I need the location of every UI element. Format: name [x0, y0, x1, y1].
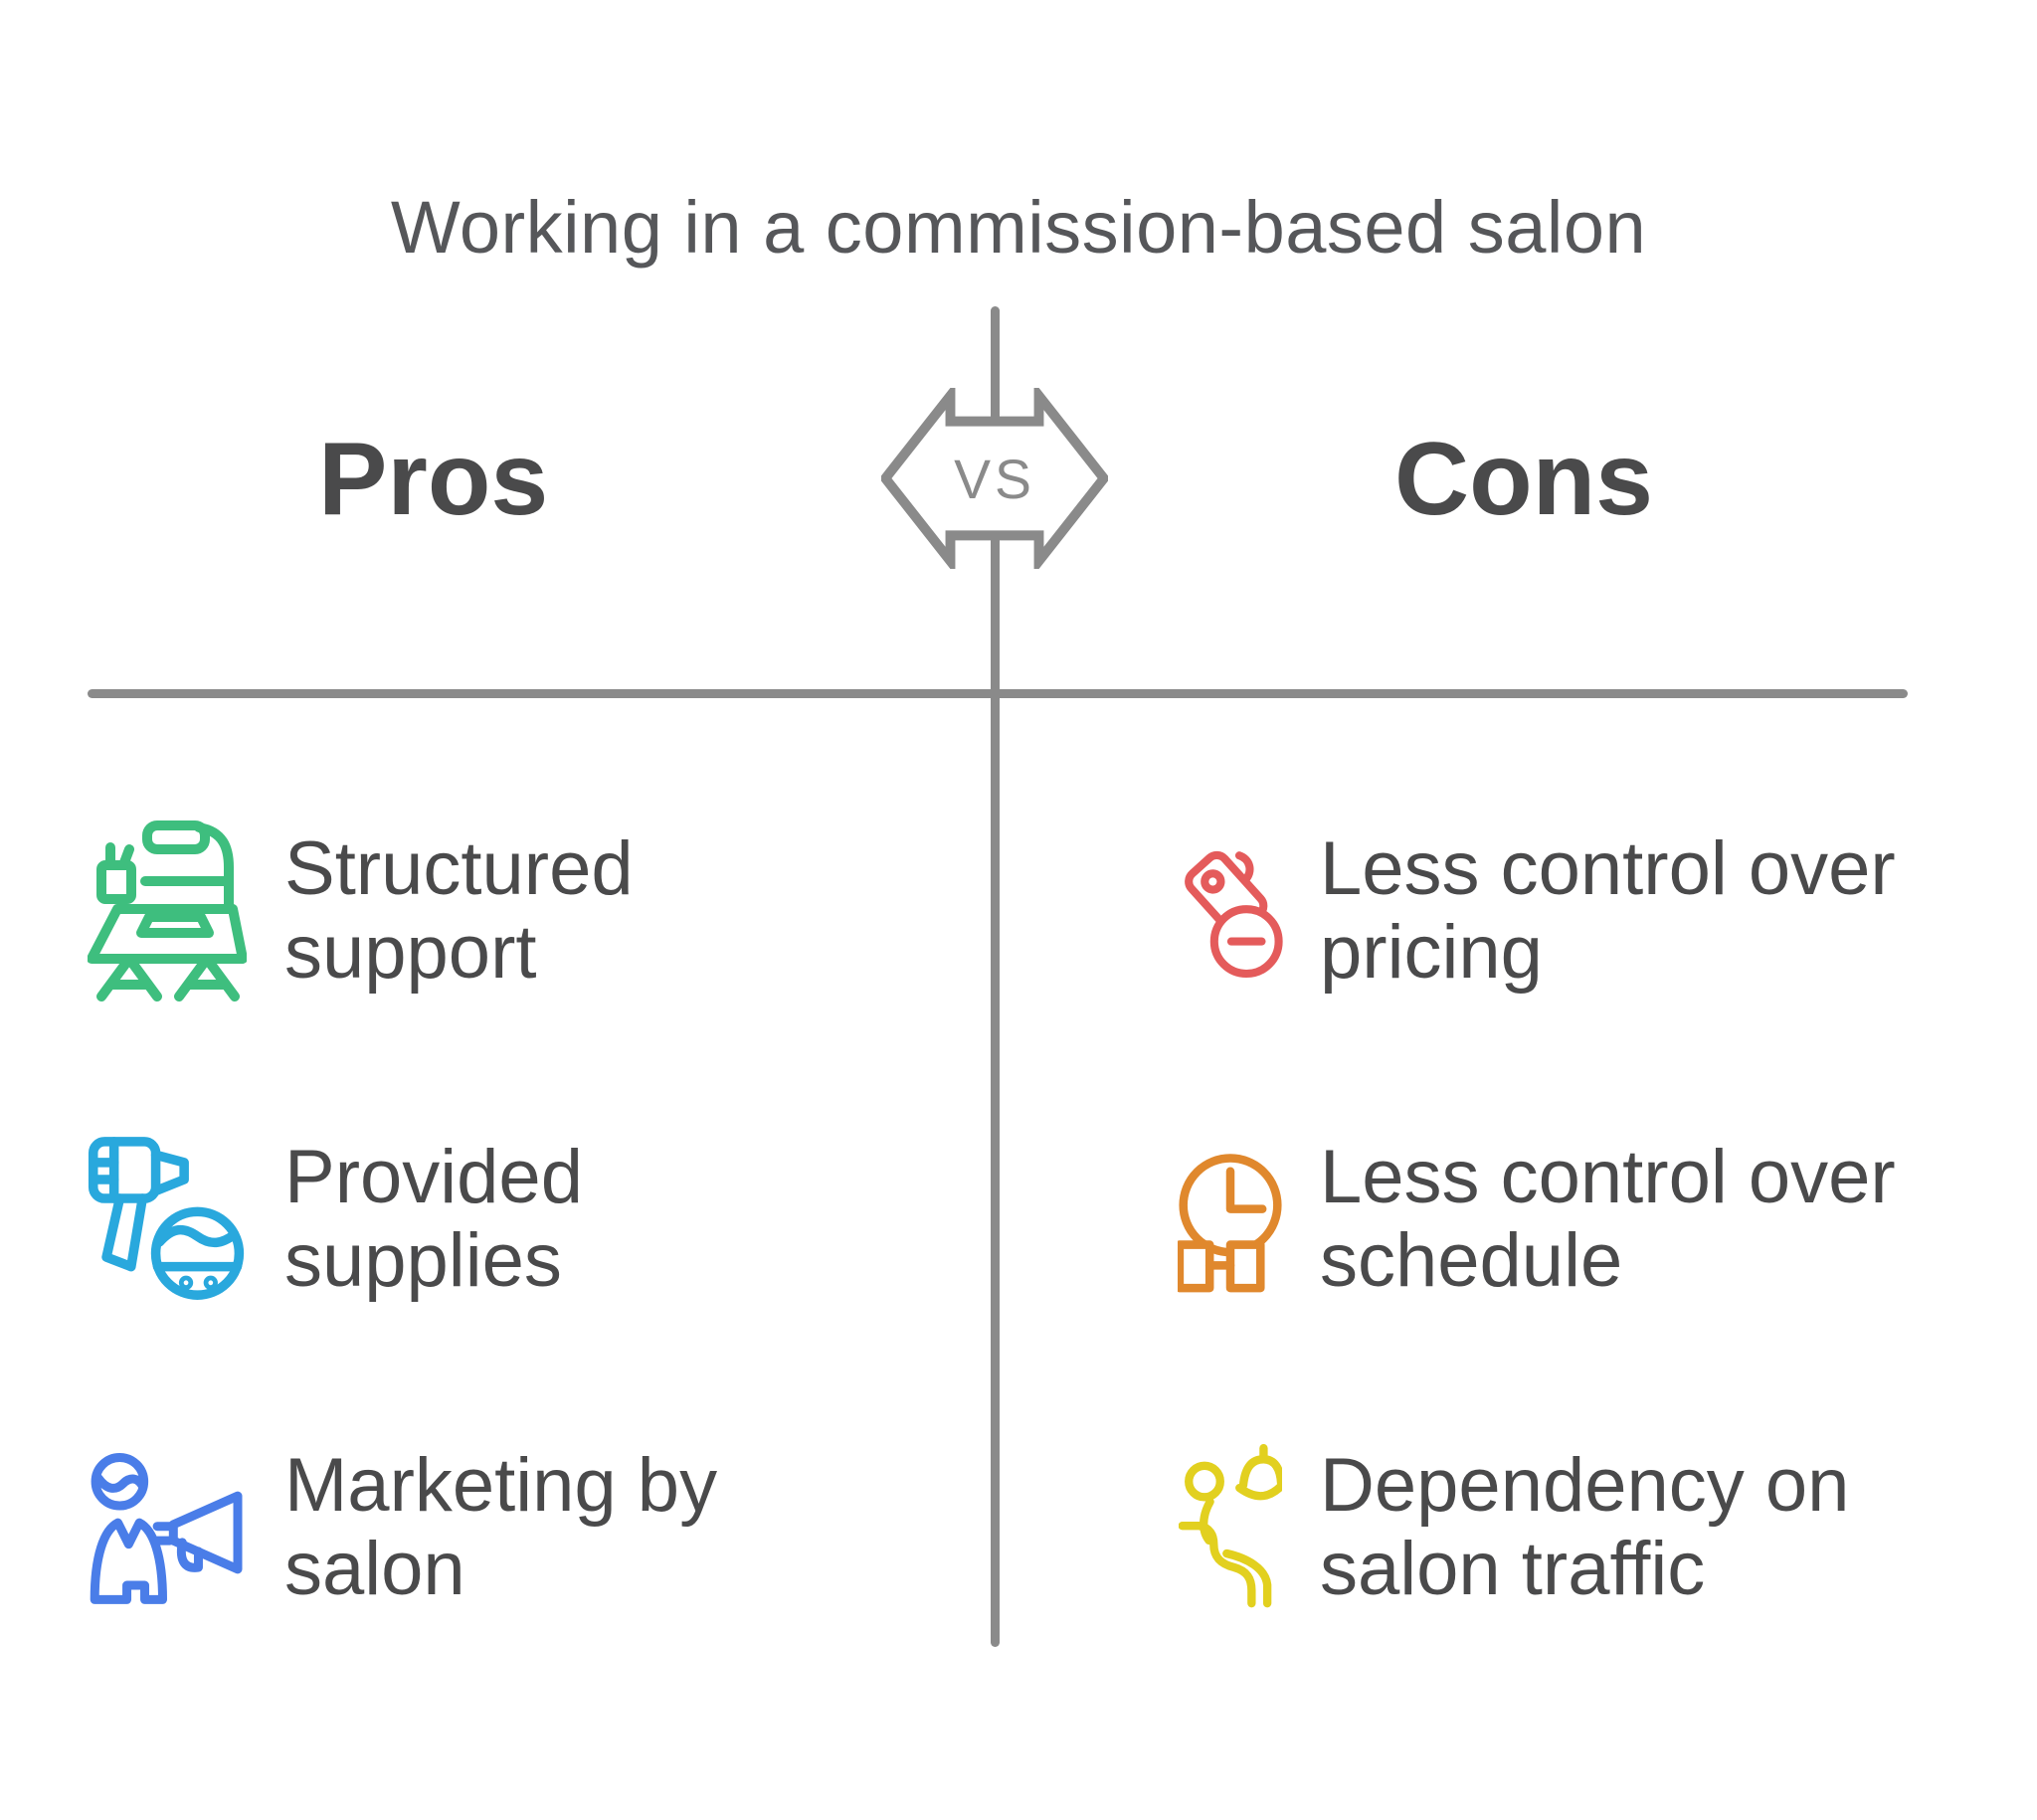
- page-title: Working in a commission-based salon: [390, 186, 1647, 269]
- clock-schedule-icon: [1177, 1139, 1284, 1300]
- cons-item: Dependency on salon traffic: [1177, 1428, 1897, 1627]
- megaphone-person-icon: [88, 1451, 247, 1605]
- hair-dryer-icon: [88, 1134, 247, 1305]
- pros-item-label: Provided supplies: [284, 1135, 583, 1303]
- pros-item: Provided supplies: [88, 1120, 861, 1319]
- cons-item-label: Less control over schedule: [1320, 1135, 1896, 1303]
- cons-item-label: Dependency on salon traffic: [1320, 1443, 1850, 1611]
- pros-item-label: Structured support: [284, 826, 634, 995]
- vs-badge: VS: [881, 388, 1108, 569]
- vs-label: VS: [954, 449, 1035, 510]
- salon-chair-client-icon: [1177, 1444, 1284, 1611]
- cons-item: Less control over pricing: [1177, 812, 1897, 1010]
- vertical-divider: [991, 306, 1000, 1647]
- price-tag-minus-icon: [1177, 836, 1284, 986]
- cons-item-label: Less control over pricing: [1320, 826, 1896, 995]
- pros-item: Marketing by salon: [88, 1428, 861, 1627]
- vs-arrow-shape: [881, 388, 1108, 569]
- horizontal-divider: [88, 689, 1908, 698]
- cons-heading: Cons: [1394, 422, 1653, 537]
- pros-heading: Pros: [318, 422, 549, 537]
- pros-item-label: Marketing by salon: [284, 1443, 718, 1611]
- pros-item: Structured support: [88, 812, 861, 1010]
- cons-item: Less control over schedule: [1177, 1120, 1897, 1319]
- styling-station-icon: [88, 819, 247, 1002]
